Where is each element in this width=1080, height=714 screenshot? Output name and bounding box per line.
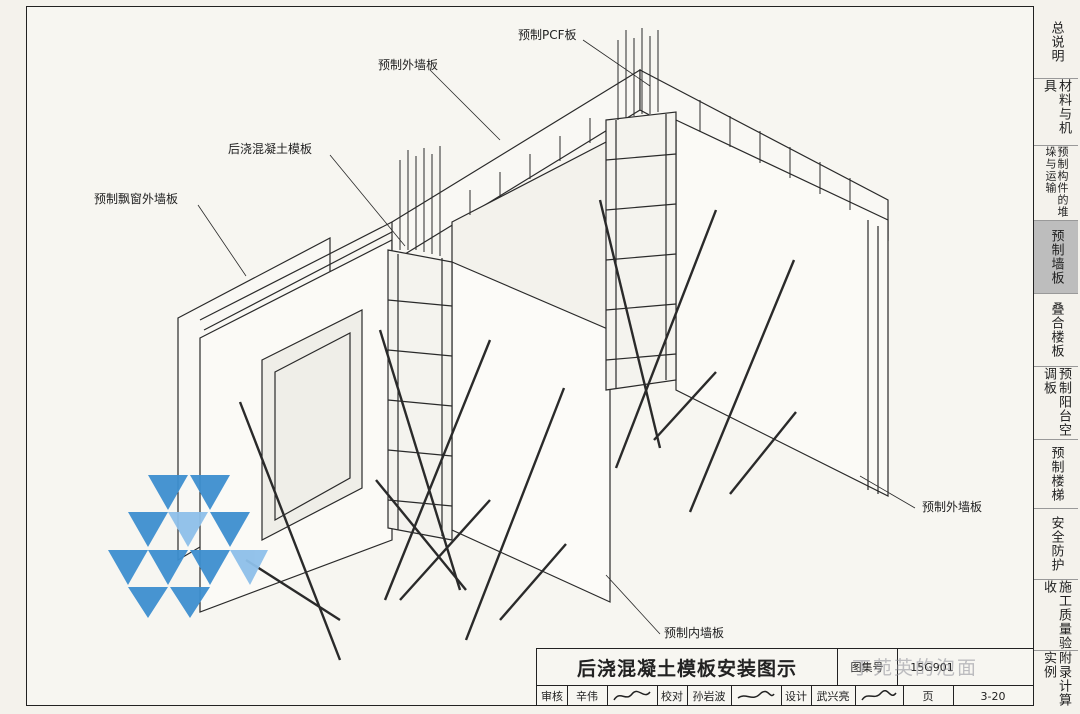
tab-balcony[interactable]: 预制阳台空调板 xyxy=(1034,367,1078,440)
tab-precast-wall[interactable]: 预制墙板 xyxy=(1034,221,1078,294)
label-bay-window-wall: 预制飘窗外墙板 xyxy=(94,192,179,206)
design-label: 设计 xyxy=(781,686,812,706)
watermark-text: 丁苑英的泡面 xyxy=(852,657,979,679)
check-label: 校对 xyxy=(657,686,688,706)
label-inner-wall: 预制内墙板 xyxy=(664,626,725,640)
tab-general[interactable]: 总说明 xyxy=(1034,6,1078,79)
atlas-label: 图集号 xyxy=(837,649,898,685)
designer-signature xyxy=(855,686,904,706)
tab-composite-slab[interactable]: 叠合楼板 xyxy=(1034,294,1078,367)
tab-materials[interactable]: 材料与机具 xyxy=(1034,79,1078,146)
formwork-right xyxy=(605,111,677,391)
tab-stairs[interactable]: 预制楼梯 xyxy=(1034,440,1078,509)
review-label: 审核 xyxy=(537,686,568,706)
designer-name: 武兴亮 xyxy=(811,686,856,706)
reviewer-name: 辛伟 xyxy=(567,686,608,706)
tab-quality[interactable]: 施工质量验收 xyxy=(1034,580,1078,651)
section-tabs: 总说明 材料与机具 预制构件的堆垛与运输 预制墙板 叠合楼板 预制阳台空调板 预… xyxy=(1034,6,1078,707)
tab-appendix[interactable]: 附录计算实例 xyxy=(1041,651,1071,707)
tab-stacking-transport[interactable]: 预制构件的堆垛与运输 xyxy=(1034,146,1078,221)
label-outer-wall-top: 预制外墙板 xyxy=(378,58,439,72)
checker-name: 孙岩波 xyxy=(687,686,732,706)
formwork-left xyxy=(387,249,453,541)
atlas-number: 15G901 xyxy=(910,660,954,674)
label-pcf-panel: 预制PCF板 xyxy=(518,28,577,42)
window-opening xyxy=(261,309,363,541)
triangle-logo xyxy=(108,475,268,618)
drawing-title: 后浇混凝土模板安装图示 xyxy=(537,649,838,685)
outer-wall-right xyxy=(675,119,889,497)
label-outer-wall-right: 预制外墙板 xyxy=(922,500,983,514)
reviewer-signature xyxy=(607,686,658,706)
tab-safety[interactable]: 安全防护 xyxy=(1034,509,1078,580)
page-label: 页 xyxy=(903,686,954,706)
label-formwork: 后浇混凝土模板 xyxy=(228,142,313,156)
title-block: 后浇混凝土模板安装图示 图集号 15G901 审核 辛伟 校对 孙岩波 设计 武… xyxy=(536,648,1033,706)
checker-signature xyxy=(731,686,782,706)
page-number: 3-20 xyxy=(980,689,1006,703)
